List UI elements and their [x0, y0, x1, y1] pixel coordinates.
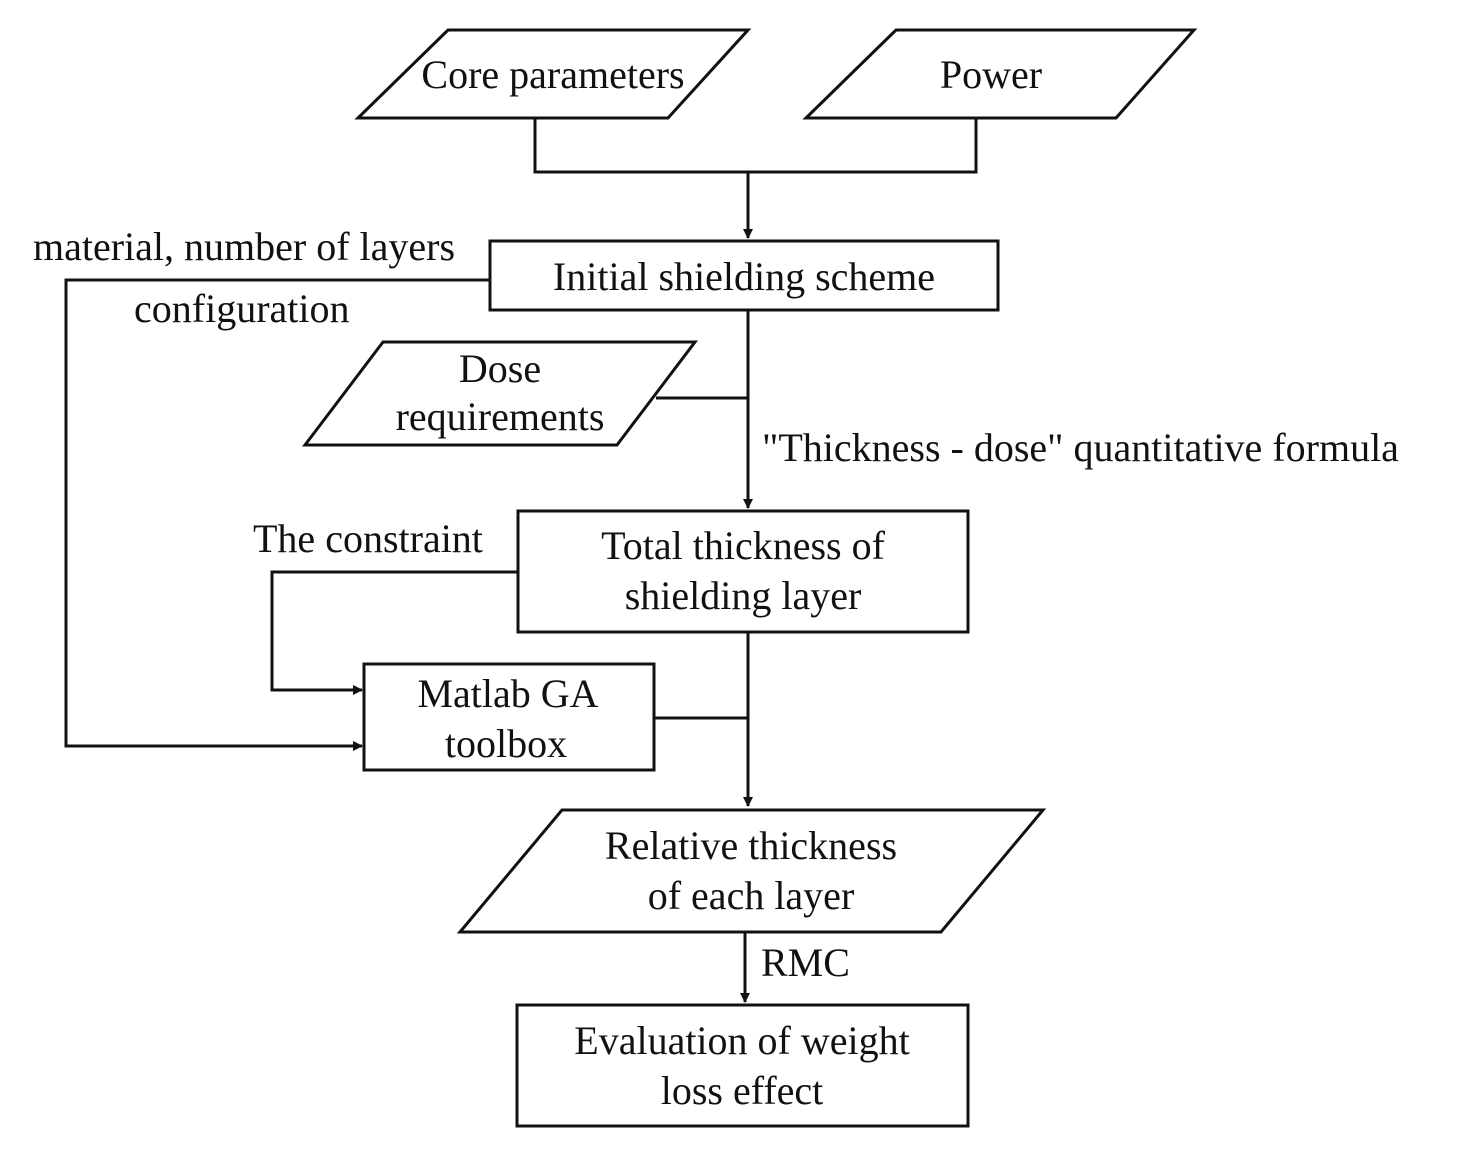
node-total-thickness: Total thickness of shielding layer — [516, 509, 970, 634]
node-total-thickness-label-line2: shielding layer — [625, 573, 862, 618]
node-dose-requirements: Dose requirements — [301, 340, 699, 447]
edge-label-configuration: configuration — [134, 286, 350, 331]
node-evaluation-label-line2: loss effect — [661, 1068, 824, 1113]
node-total-thickness-label-line1: Total thickness of — [601, 523, 885, 568]
edge-label-constraint: The constraint — [253, 516, 483, 561]
edge-label-thickness-dose-formula: "Thickness - dose" quantitative formula — [762, 425, 1399, 470]
edge-power-to-join — [748, 118, 978, 174]
node-matlab-ga-toolbox-label-line1: Matlab GA — [417, 671, 598, 716]
node-dose-requirements-label-line2: requirements — [396, 394, 605, 439]
node-relative-thickness-label-line2: of each layer — [648, 873, 855, 918]
edge-label-rmc: RMC — [761, 940, 850, 985]
node-relative-thickness: Relative thickness of each layer — [456, 808, 1047, 934]
node-power: Power — [802, 28, 1198, 120]
node-matlab-ga-toolbox-label-line2: toolbox — [445, 721, 567, 766]
node-initial-shielding-scheme-label: Initial shielding scheme — [553, 254, 935, 299]
node-relative-thickness-label-line1: Relative thickness — [605, 823, 897, 868]
node-initial-shielding-scheme: Initial shielding scheme — [488, 239, 1000, 312]
node-matlab-ga-toolbox: Matlab GA toolbox — [362, 662, 656, 772]
edge-core-to-join — [533, 118, 748, 174]
edge-label-material-layers: material, number of layers — [33, 224, 455, 269]
node-evaluation: Evaluation of weight loss effect — [515, 1003, 970, 1128]
node-dose-requirements-label-line1: Dose — [459, 346, 541, 391]
edge-initial-to-matlab — [64, 278, 490, 751]
node-evaluation-label-line1: Evaluation of weight — [574, 1018, 909, 1063]
node-core-parameters-label: Core parameters — [421, 52, 684, 97]
node-power-label: Power — [940, 52, 1042, 97]
node-core-parameters: Core parameters — [354, 28, 752, 120]
edge-total-to-matlab-constraint — [270, 570, 518, 695]
